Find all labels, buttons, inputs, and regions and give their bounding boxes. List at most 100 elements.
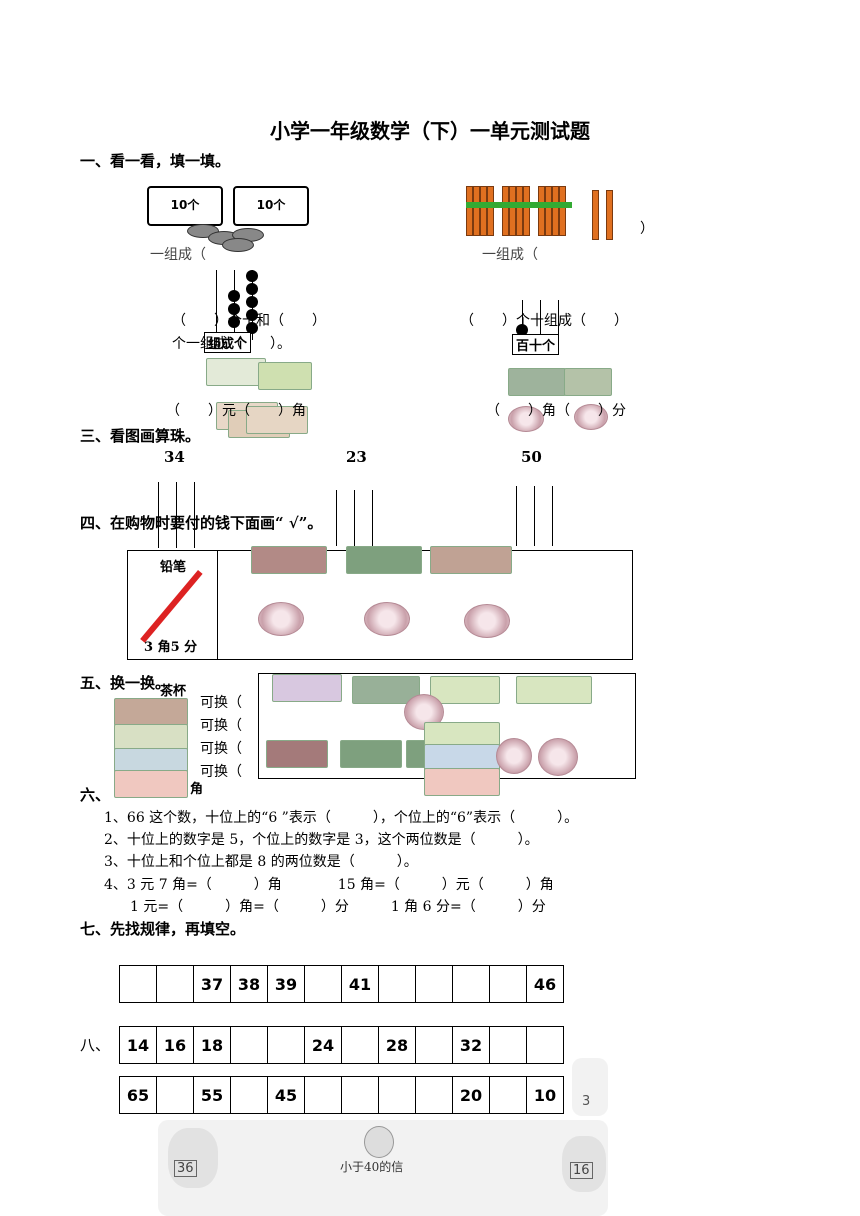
abacus-question-line2: 个一组成（ ）。	[172, 336, 291, 352]
banknote-image	[430, 676, 500, 704]
money-question-right: （ ）角（ ）分	[486, 403, 626, 419]
number-cell: 10	[526, 1076, 564, 1114]
abacus-place-label: 百十个	[512, 334, 560, 355]
banknote-image	[246, 406, 308, 434]
cup-illustration: 10个	[233, 186, 309, 226]
banknote-image	[424, 768, 500, 796]
number-cell: 38	[230, 965, 268, 1003]
cutoff-text: 一组成（	[150, 247, 206, 263]
number-cell[interactable]	[341, 1026, 379, 1064]
number-cell[interactable]	[526, 1026, 564, 1064]
number-cell[interactable]	[156, 1076, 194, 1114]
number-cell: 24	[304, 1026, 342, 1064]
number-cell: 16	[156, 1026, 194, 1064]
section-5-heading: 五、换一换。	[80, 674, 171, 692]
cartoon-number: 3	[582, 1094, 591, 1109]
banknote-image	[516, 676, 592, 704]
number-cell: 41	[341, 965, 379, 1003]
abacus-question-line1: （ ）个十和（ ）	[172, 313, 326, 329]
pattern-row-1: 37 38 39 41 46	[119, 965, 564, 1003]
number-cell: 55	[193, 1076, 231, 1114]
coin-image	[574, 404, 608, 430]
cartoon-character-icon	[168, 1128, 218, 1188]
number-cell: 46	[526, 965, 564, 1003]
banknote-image	[258, 362, 312, 390]
number-cell[interactable]	[304, 1076, 342, 1114]
coin-image	[496, 738, 532, 774]
number-cell[interactable]	[378, 1076, 416, 1114]
exchange-row: 可换（	[200, 764, 242, 780]
money-question-left: （ ）元（ ）角	[166, 403, 306, 419]
number-cell[interactable]	[415, 1076, 453, 1114]
coin-image	[538, 738, 578, 776]
cartoon-number: 36	[174, 1160, 197, 1177]
number-cell: 14	[119, 1026, 157, 1064]
cartoon-character-icon	[572, 1058, 608, 1116]
section-8-heading: 八、	[80, 1036, 111, 1054]
number-cell[interactable]	[230, 1026, 268, 1064]
question-6-4b: 1 元=（ ）角=（ ）分 1 角 6 分=（ ）分	[130, 899, 546, 915]
number-cell[interactable]	[415, 1026, 453, 1064]
coin-image[interactable]	[258, 602, 304, 636]
number-cell[interactable]	[267, 1026, 305, 1064]
abacus-right-question: （ ）个十组成（ ）	[460, 313, 628, 329]
section-1-heading: 一、看一看，填一填。	[80, 152, 231, 170]
exchange-row: 可换（	[200, 741, 242, 757]
coin-image[interactable]	[364, 602, 410, 636]
coin-image	[508, 406, 544, 432]
banknote-image	[114, 698, 188, 726]
banknote-image	[272, 674, 342, 702]
mailbox-label: 小于40的信	[340, 1160, 404, 1174]
item-name: 铅笔	[160, 560, 187, 575]
banknote-image	[564, 368, 612, 396]
number-cell[interactable]	[378, 965, 416, 1003]
plate-icon	[222, 238, 254, 252]
number-cell[interactable]	[341, 1076, 379, 1114]
section-6-heading: 六、	[80, 786, 111, 804]
cartoon-character-icon	[562, 1136, 606, 1192]
abacus-place-label: 组成个	[204, 332, 252, 353]
number-cell[interactable]	[230, 1076, 268, 1114]
pattern-row-2: 14 16 18 24 28 32	[119, 1026, 564, 1064]
number-cell[interactable]	[415, 965, 453, 1003]
number-cell: 28	[378, 1026, 416, 1064]
section-4-heading: 四、在购物时要付的钱下面画“ √”。	[80, 514, 323, 532]
exchange-row: 可换（	[200, 718, 242, 734]
number-cell[interactable]	[489, 1076, 527, 1114]
banknote-image[interactable]	[430, 546, 512, 574]
number-cell: 20	[452, 1076, 490, 1114]
number-cell[interactable]	[156, 965, 194, 1003]
number-cell: 37	[193, 965, 231, 1003]
number-cell[interactable]	[489, 1026, 527, 1064]
question-6-3: 3、十位上和个位上都是 8 的两位数是（ ）。	[104, 854, 418, 870]
cup-illustration: 10个	[147, 186, 223, 226]
number-cell[interactable]	[304, 965, 342, 1003]
unit-label: 角	[190, 782, 204, 797]
banknote-image	[206, 358, 266, 386]
abacus-number: 23	[346, 448, 367, 466]
question-6-4: 4、3 元 7 角=（ ）角 15 角=（ ）元（ ）角	[104, 877, 554, 893]
pattern-row-3: 65 55 45 20 10	[119, 1076, 564, 1114]
banknote-image	[114, 724, 188, 752]
mailbox-icon	[364, 1126, 394, 1158]
question-6-1: 1、66 这个数，十位上的“6 ”表示（ ），个位上的“6”表示（ ）。	[104, 810, 579, 826]
section-7-heading: 七、先找规律，再填空。	[80, 920, 246, 938]
number-cell[interactable]	[119, 965, 157, 1003]
blank-paren: ）	[640, 221, 654, 237]
banknote-image	[508, 368, 566, 396]
banknote-image[interactable]	[346, 546, 422, 574]
number-cell: 45	[267, 1076, 305, 1114]
banknote-image	[340, 740, 402, 768]
number-cell[interactable]	[489, 965, 527, 1003]
item-price: 3 角5 分	[144, 640, 198, 655]
coin-image[interactable]	[464, 604, 510, 638]
cutoff-text: 一组成（	[482, 247, 538, 263]
cartoon-number: 16	[570, 1162, 593, 1179]
banknote-image	[424, 744, 500, 772]
abacus-number: 34	[164, 448, 185, 466]
number-cell: 32	[452, 1026, 490, 1064]
number-cell[interactable]	[452, 965, 490, 1003]
abacus-number: 50	[521, 448, 542, 466]
exchange-row: 可换（	[200, 695, 242, 711]
banknote-image[interactable]	[251, 546, 327, 574]
